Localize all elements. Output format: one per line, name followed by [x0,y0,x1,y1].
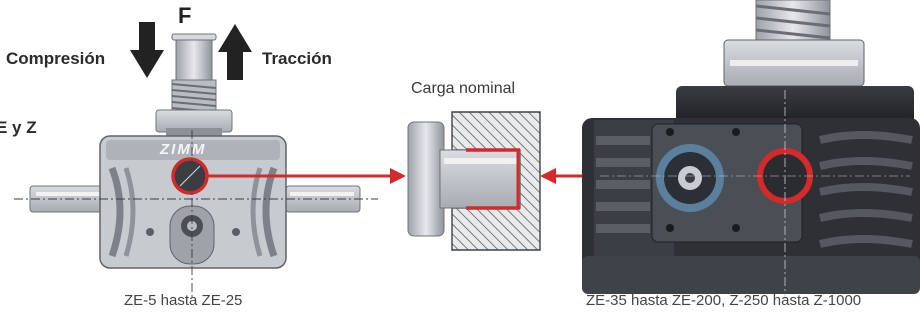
spindle-thread [171,79,217,113]
nominal-load-detail [407,111,541,251]
caption-left: ZE-5 hasta ZE-25 [124,292,243,309]
side-label: E y Z [0,118,37,137]
cooling-fins-left [596,136,650,233]
compression-arrow [130,22,164,78]
compression-label: Compresión [6,49,106,68]
brand-text: ZIMM [159,141,206,158]
caption-right: ZE-35 hasta ZE-200, Z-250 hasta Z-1000 [586,292,862,309]
small-jack: ZIMM [14,33,378,300]
cooling-fins-right [819,131,913,248]
load-arrow-left [207,168,406,184]
force-label: F [178,3,192,28]
nominal-load-label: Carga nominal [411,80,516,97]
small-bore-highlight [171,157,209,195]
traction-arrow [218,24,252,80]
large-jack [582,0,920,300]
traction-label: Tracción [262,49,332,68]
